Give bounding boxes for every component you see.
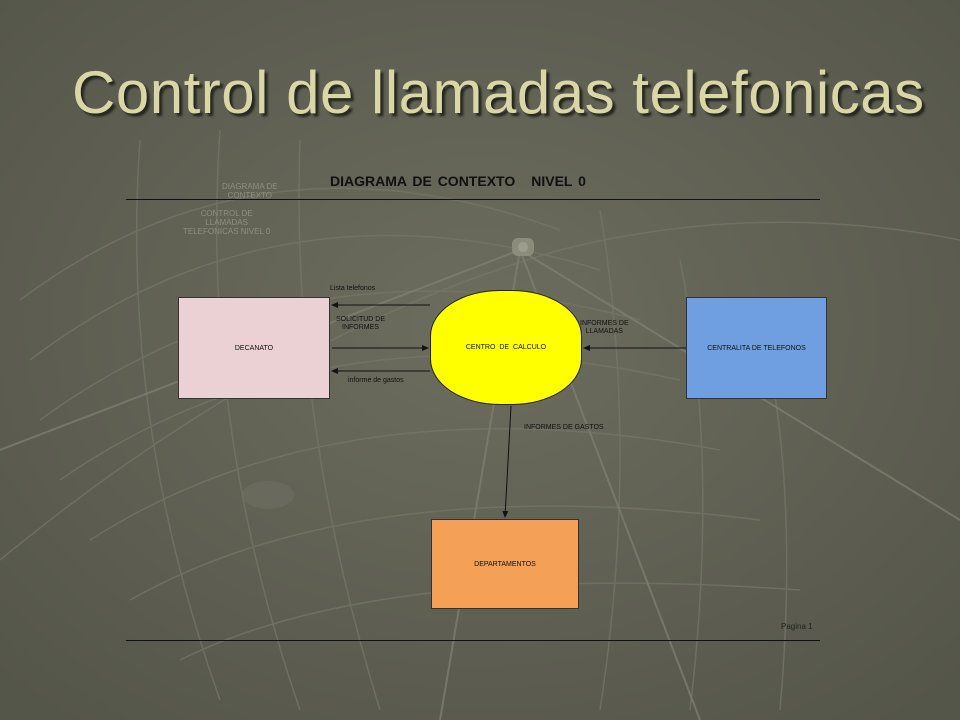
header-rule xyxy=(126,199,820,200)
flow-arrow-informes-gastos xyxy=(502,405,512,518)
diagram-title-text: DIAGRAMA DE CONTEXTO xyxy=(330,173,516,189)
footer-rule xyxy=(126,640,820,641)
diagram-level: NIVEL 0 xyxy=(531,173,586,189)
slide-title: Control de llamadas telefonicas xyxy=(72,59,925,126)
entity-centralita: CENTRALITA DE TELEFONOS xyxy=(686,297,827,399)
entity-decanato-label: DECANATO xyxy=(234,344,274,352)
process-centro-calculo: CENTRO DE CALCULO xyxy=(430,290,582,405)
entity-departamentos-label: DEPARTAMENTOS xyxy=(474,560,536,568)
flow-label-informes-gastos: INFORMES DE GASTOS xyxy=(524,424,604,431)
entity-decanato: DECANATO xyxy=(178,297,330,399)
flow-label-lista-telefonos: Lista telefonos xyxy=(330,285,376,292)
entity-departamentos: DEPARTAMENTOS xyxy=(431,519,579,609)
flow-label-informe-gastos: informe de gastos xyxy=(348,377,404,384)
entity-centralita-label: CENTRALITA DE TELEFONOS xyxy=(707,344,806,352)
diagram-title: DIAGRAMA DE CONTEXTO NIVEL 0 xyxy=(330,173,586,189)
page-number: Pagina 1 xyxy=(781,622,813,631)
process-label: CENTRO DE CALCULO xyxy=(465,344,547,351)
